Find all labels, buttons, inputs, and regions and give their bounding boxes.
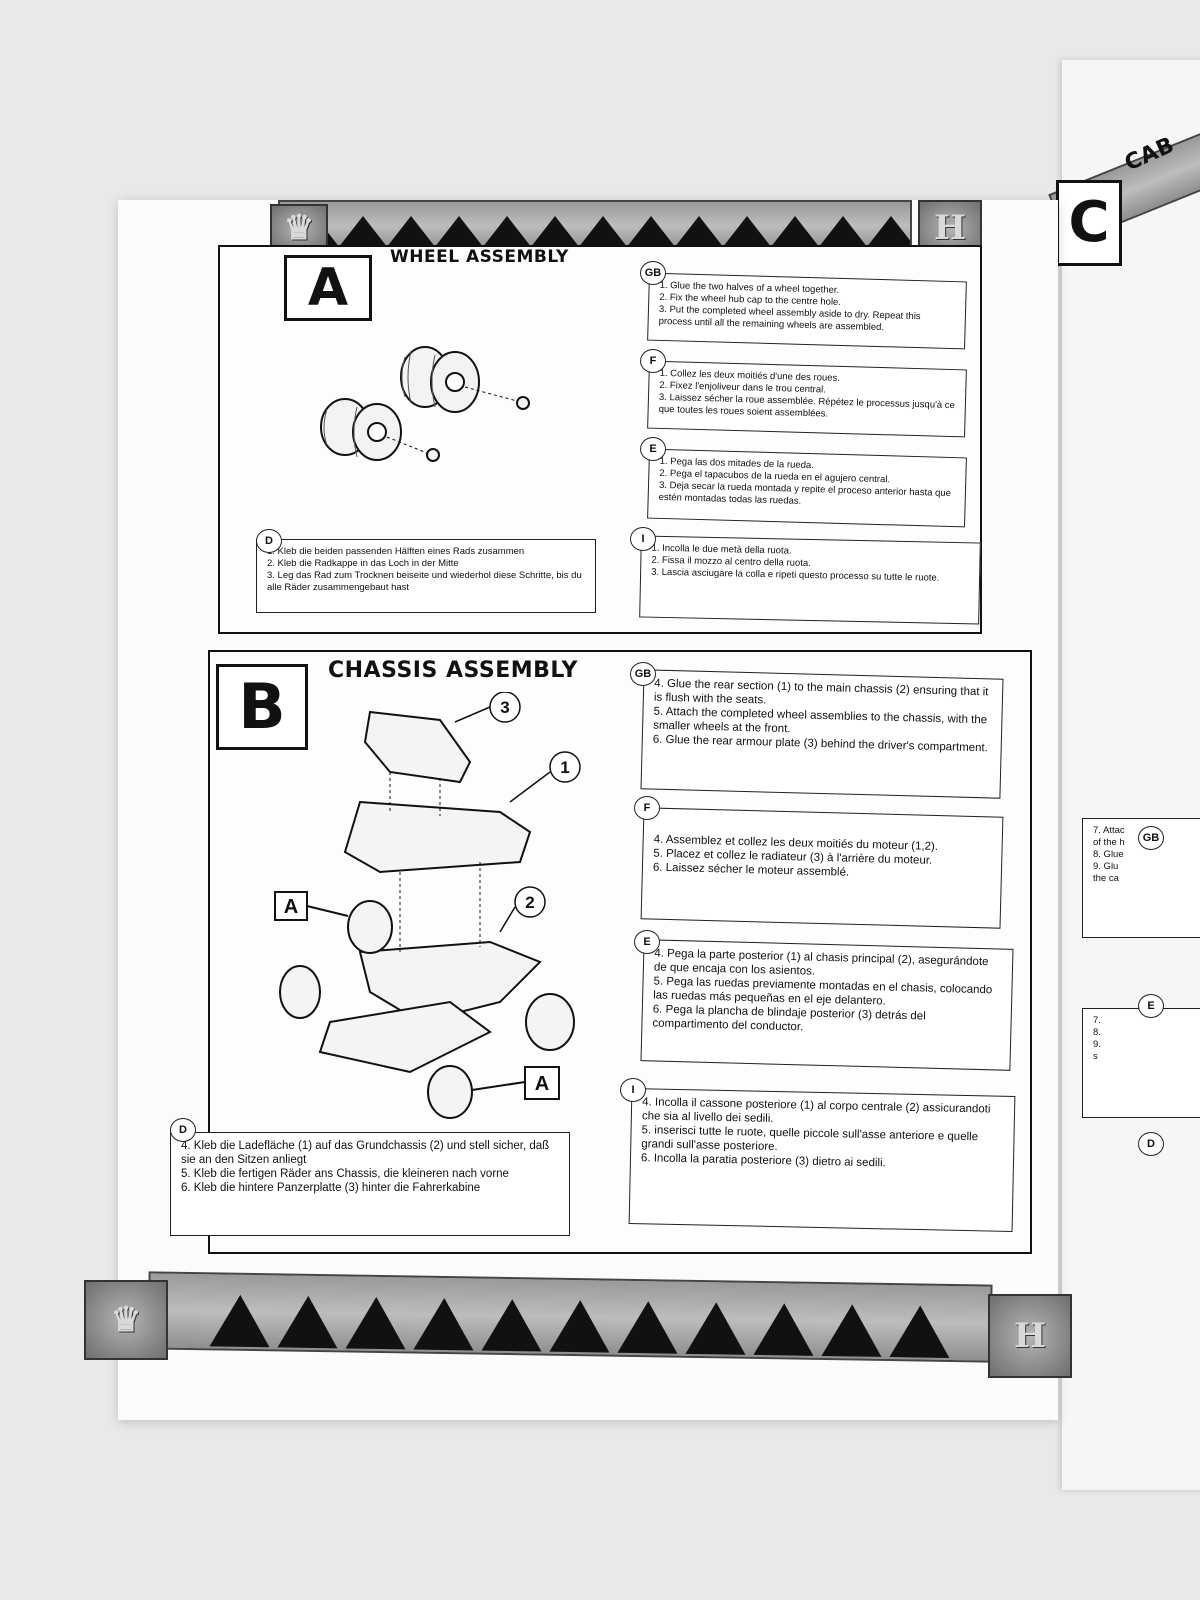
wheel-assembly-diagram xyxy=(320,346,530,462)
facing-e-line: 7. xyxy=(1093,1015,1101,1026)
callout-2 xyxy=(514,886,546,918)
section-b-f-badge: F xyxy=(634,796,660,820)
section-a-d-box: 1. Kleb die beiden passenden Hälften ein… xyxy=(256,539,596,613)
bottom-decorative-border xyxy=(147,1271,993,1363)
section-a-letter: A xyxy=(284,255,372,321)
section-b-gb-box: 4. Glue the rear section (1) to the main… xyxy=(640,669,1004,799)
facing-gb-line: 8. Glue xyxy=(1093,849,1124,860)
facing-gb-line: the ca xyxy=(1093,873,1119,884)
section-b-f-box: 4. Assemblez et collez les deux moitiés … xyxy=(640,807,1004,929)
h-emblem-icon: H xyxy=(933,208,967,248)
facing-gb-badge: GB xyxy=(1138,826,1164,850)
section-a-gb-box: 1. Glue the two halves of a wheel togeth… xyxy=(647,272,967,350)
instruction-page: ♛ H A WHEEL ASSEMBLY xyxy=(84,200,1072,1420)
facing-e-line: s xyxy=(1093,1051,1098,1062)
h-emblem-icon: H xyxy=(1013,1316,1047,1356)
section-b-d-badge: D xyxy=(170,1118,196,1142)
section-b-d-box: 4. Kleb die Ladefläche (1) auf das Grund… xyxy=(170,1132,570,1236)
section-a-title: WHEEL ASSEMBLY xyxy=(390,247,569,267)
callout-3 xyxy=(489,692,521,723)
facing-gb-line: of the h xyxy=(1093,837,1125,848)
instruction-line: 1. Kleb die beiden passenden Hälften ein… xyxy=(267,546,525,557)
section-b-letter: B xyxy=(216,664,308,750)
facing-d-badge: D xyxy=(1138,1132,1164,1156)
section-b-panel: B CHASSIS ASSEMBLY xyxy=(170,650,1032,1254)
triangle-pattern-bottom xyxy=(209,1294,950,1358)
callout-1-label: 1 xyxy=(560,758,569,777)
section-a-i-box: 1. Incolla le due metà della ruota. 2. F… xyxy=(639,535,981,625)
section-c-letter: C xyxy=(1056,180,1122,266)
crown-emblem-icon: ♛ xyxy=(110,1300,142,1340)
section-b-i-box: 4. Incolla il cassone posteriore (1) al … xyxy=(628,1087,1016,1233)
ref-a-label: A xyxy=(535,1073,549,1095)
section-a-i-badge: I xyxy=(630,527,656,551)
corner-emblem-bottom-left: ♛ xyxy=(84,1280,168,1360)
section-a-panel: A WHEEL ASSEMBLY xyxy=(218,245,982,634)
section-b-i-badge: I xyxy=(620,1078,646,1102)
callout-3-label: 3 xyxy=(500,698,509,717)
instruction-line: 5. Kleb die fertigen Räder ans Chassis, … xyxy=(181,1168,509,1180)
callout-1 xyxy=(549,751,581,783)
instruction-line: 6. Kleb die hintere Panzerplatte (3) hin… xyxy=(181,1182,481,1194)
instruction-line: 2. Kleb die Radkappe in das Loch in der … xyxy=(267,558,459,569)
facing-e-line: 8. xyxy=(1093,1027,1101,1038)
corner-emblem-top-left: ♛ xyxy=(270,204,328,252)
facing-e-box: 7. 8. 9. s xyxy=(1082,1008,1200,1118)
chassis-assembly-diagram: 3 1 2 A A xyxy=(274,692,581,1119)
section-b-e-box: 4. Pega la parte posterior (1) al chasis… xyxy=(640,939,1014,1071)
ref-a-label: A xyxy=(284,896,298,918)
section-a-f-box: 1. Collez les deux moitiés d'une des rou… xyxy=(647,360,967,438)
section-a-d-badge: D xyxy=(256,529,282,553)
section-b-title: CHASSIS ASSEMBLY xyxy=(328,658,578,683)
triangle-pattern-top xyxy=(290,216,910,248)
facing-gb-line: 9. Glu xyxy=(1093,861,1119,872)
section-a-gb-badge: GB xyxy=(640,261,666,285)
facing-page: C CAB 7. Attac of the h 8. Glue 9. Glu t… xyxy=(1048,60,1200,1490)
instruction-line: 3. Leg das Rad zum Trocknen beiseite und… xyxy=(267,570,582,593)
section-b-gb-badge: GB xyxy=(630,662,656,686)
section-a-e-badge: E xyxy=(640,437,666,461)
corner-emblem-bottom-right: H xyxy=(988,1294,1072,1378)
facing-e-line: 9. xyxy=(1093,1039,1101,1050)
facing-e-badge: E xyxy=(1138,994,1164,1018)
section-b-e-badge: E xyxy=(634,930,660,954)
section-a-e-box: 1. Pega las dos mitades de la rueda. 2. … xyxy=(647,448,967,528)
instruction-line: 4. Kleb die Ladefläche (1) auf das Grund… xyxy=(181,1140,550,1166)
facing-gb-line: 7. Attac xyxy=(1093,825,1125,836)
crown-emblem-icon: ♛ xyxy=(283,208,315,248)
callout-2-label: 2 xyxy=(525,893,534,912)
section-a-f-badge: F xyxy=(640,349,666,373)
